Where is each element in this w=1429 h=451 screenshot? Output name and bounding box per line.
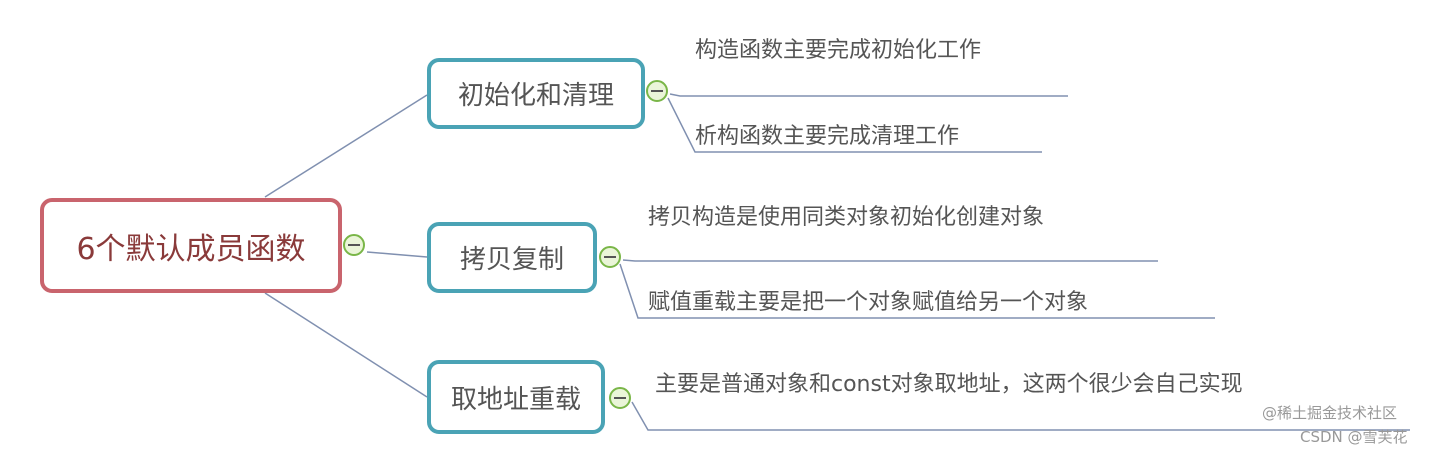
leaf-node[interactable]: 构造函数主要完成初始化工作 — [695, 38, 982, 63]
leaf-node[interactable]: 赋值重载主要是把一个对象赋值给另一个对象 — [648, 290, 1089, 315]
branch-label: 取地址重载 — [450, 384, 581, 415]
root-label: 6个默认成员函数 — [76, 231, 306, 267]
branch-label: 拷贝复制 — [459, 245, 564, 275]
leaf-node[interactable]: 拷贝构造是使用同类对象初始化创建对象 — [648, 205, 1045, 230]
leaf-node[interactable]: 主要是普通对象和const对象取地址，这两个很少会自己实现 — [655, 372, 1243, 397]
branch-address-overload[interactable]: 取地址重载 — [427, 360, 605, 434]
watermark: CSDN @雪芙花 — [1300, 428, 1408, 446]
watermark: @稀土掘金技术社区 — [1262, 404, 1398, 422]
leaf-node[interactable]: 析构函数主要完成清理工作 — [695, 124, 960, 149]
branch-copy[interactable]: 拷贝复制 — [427, 222, 597, 293]
branch-init-cleanup[interactable]: 初始化和清理 — [427, 58, 645, 129]
root-node[interactable]: 6个默认成员函数 — [40, 198, 342, 293]
branch-label: 初始化和清理 — [457, 81, 614, 111]
